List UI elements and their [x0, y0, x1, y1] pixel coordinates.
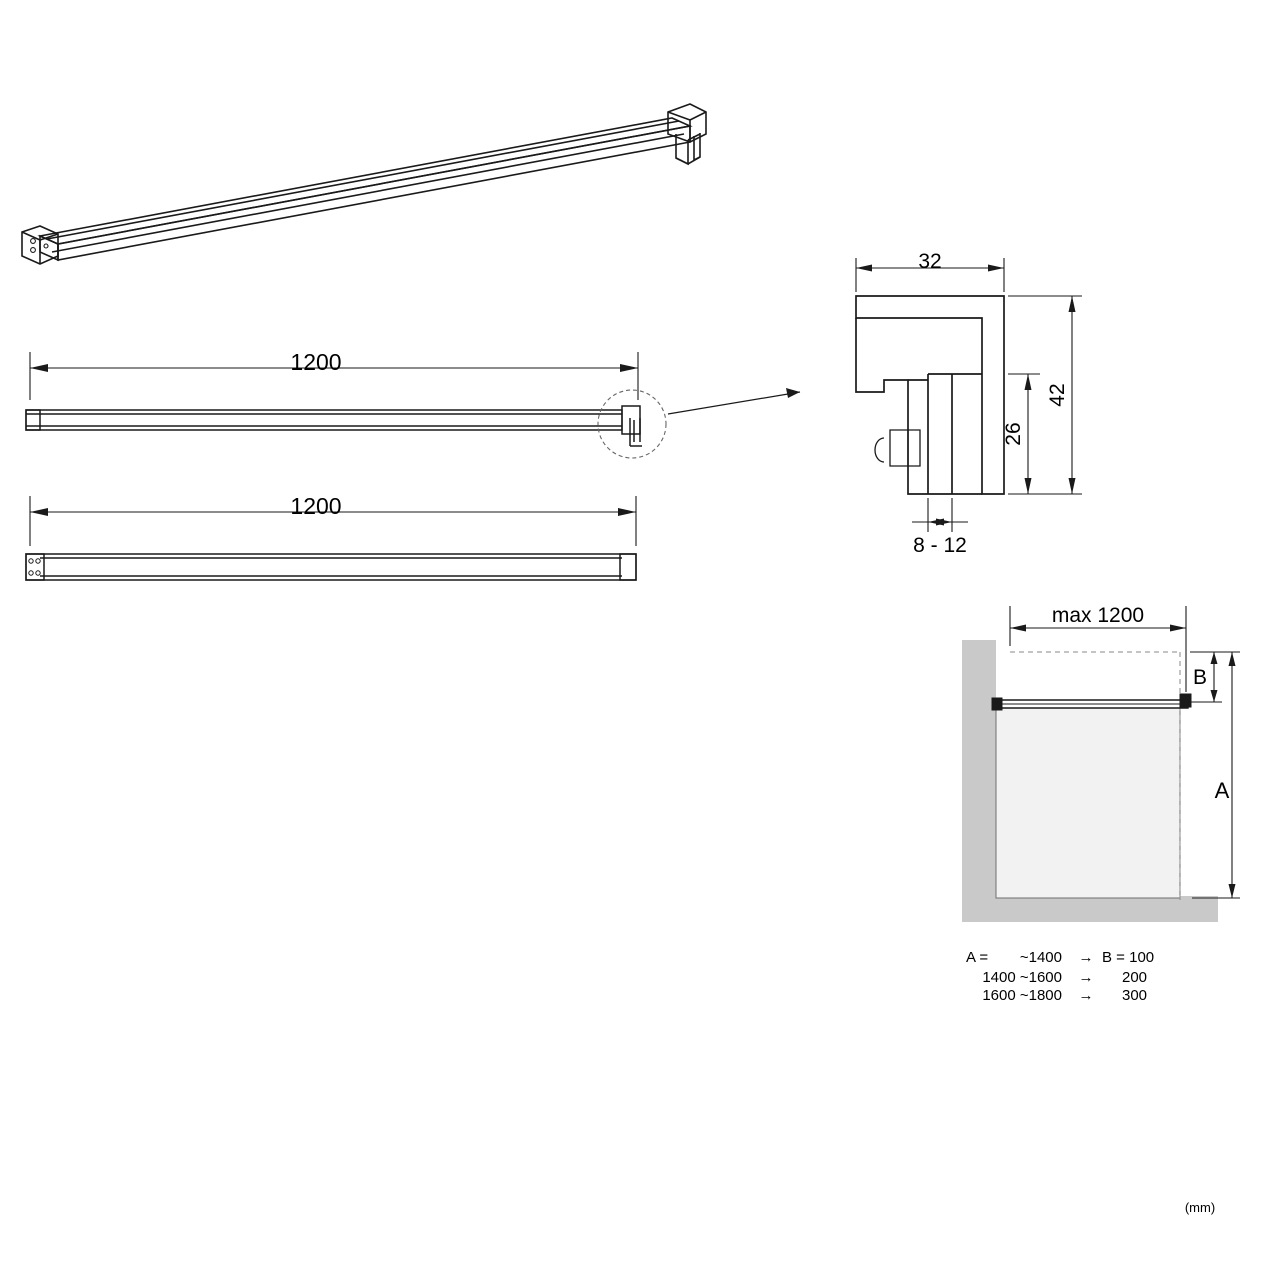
detail-callout-circle [597, 388, 801, 459]
dim-label-1200-upper: 1200 [290, 349, 341, 375]
dim-label-1200-lower: 1200 [290, 493, 341, 519]
wall-fill [962, 640, 996, 918]
installation-schematic [962, 640, 1218, 922]
table-row-0-arrow: → [1079, 949, 1094, 966]
dim-1200-upper [29, 352, 639, 400]
dim-glass-thickness [912, 498, 968, 532]
dim-max-1200 [1009, 606, 1187, 692]
dim-42 [1008, 295, 1082, 495]
bar-front-view-lower [25, 553, 637, 581]
dim-label-b: B [1193, 666, 1207, 689]
a-b-reference-table: A = ~1400 → B = 100 1400 ~1600 → 200 160… [966, 949, 1154, 1004]
table-row-1-b-label: 200 [1122, 969, 1147, 986]
dim-26 [1008, 373, 1040, 495]
bar-front-view-upper [25, 405, 642, 447]
table-row-1-a-value: 1400 ~1600 [982, 969, 1062, 986]
dim-a [1192, 651, 1240, 899]
dim-label-42: 42 [1046, 383, 1069, 406]
dim-label-a: A [1215, 778, 1230, 803]
table-row-0-a-value: ~1400 [1020, 949, 1062, 966]
table-row-0-a-prefix: A = [966, 949, 988, 966]
table-row-2-arrow: → [1079, 987, 1094, 1004]
table-row-2-a-value: 1600 ~1800 [982, 987, 1062, 1004]
dim-label-26: 26 [1002, 422, 1025, 445]
bracket-profile-detail [855, 295, 1005, 495]
dim-label-8-12: 8 - 12 [913, 534, 967, 557]
units-note: (mm) [1185, 1200, 1215, 1215]
dim-1200-lower [29, 496, 637, 546]
dim-label-max-1200: max 1200 [1052, 604, 1144, 627]
dim-label-32: 32 [918, 250, 941, 273]
isometric-bar-view [21, 103, 707, 265]
glass-panel [995, 701, 1181, 899]
table-row-1-arrow: → [1079, 969, 1094, 986]
dim-32 [855, 258, 1005, 292]
floor-fill [962, 896, 1218, 922]
table-row-0-b-label: B = 100 [1102, 949, 1154, 966]
table-row-2-b-label: 300 [1122, 987, 1147, 1004]
